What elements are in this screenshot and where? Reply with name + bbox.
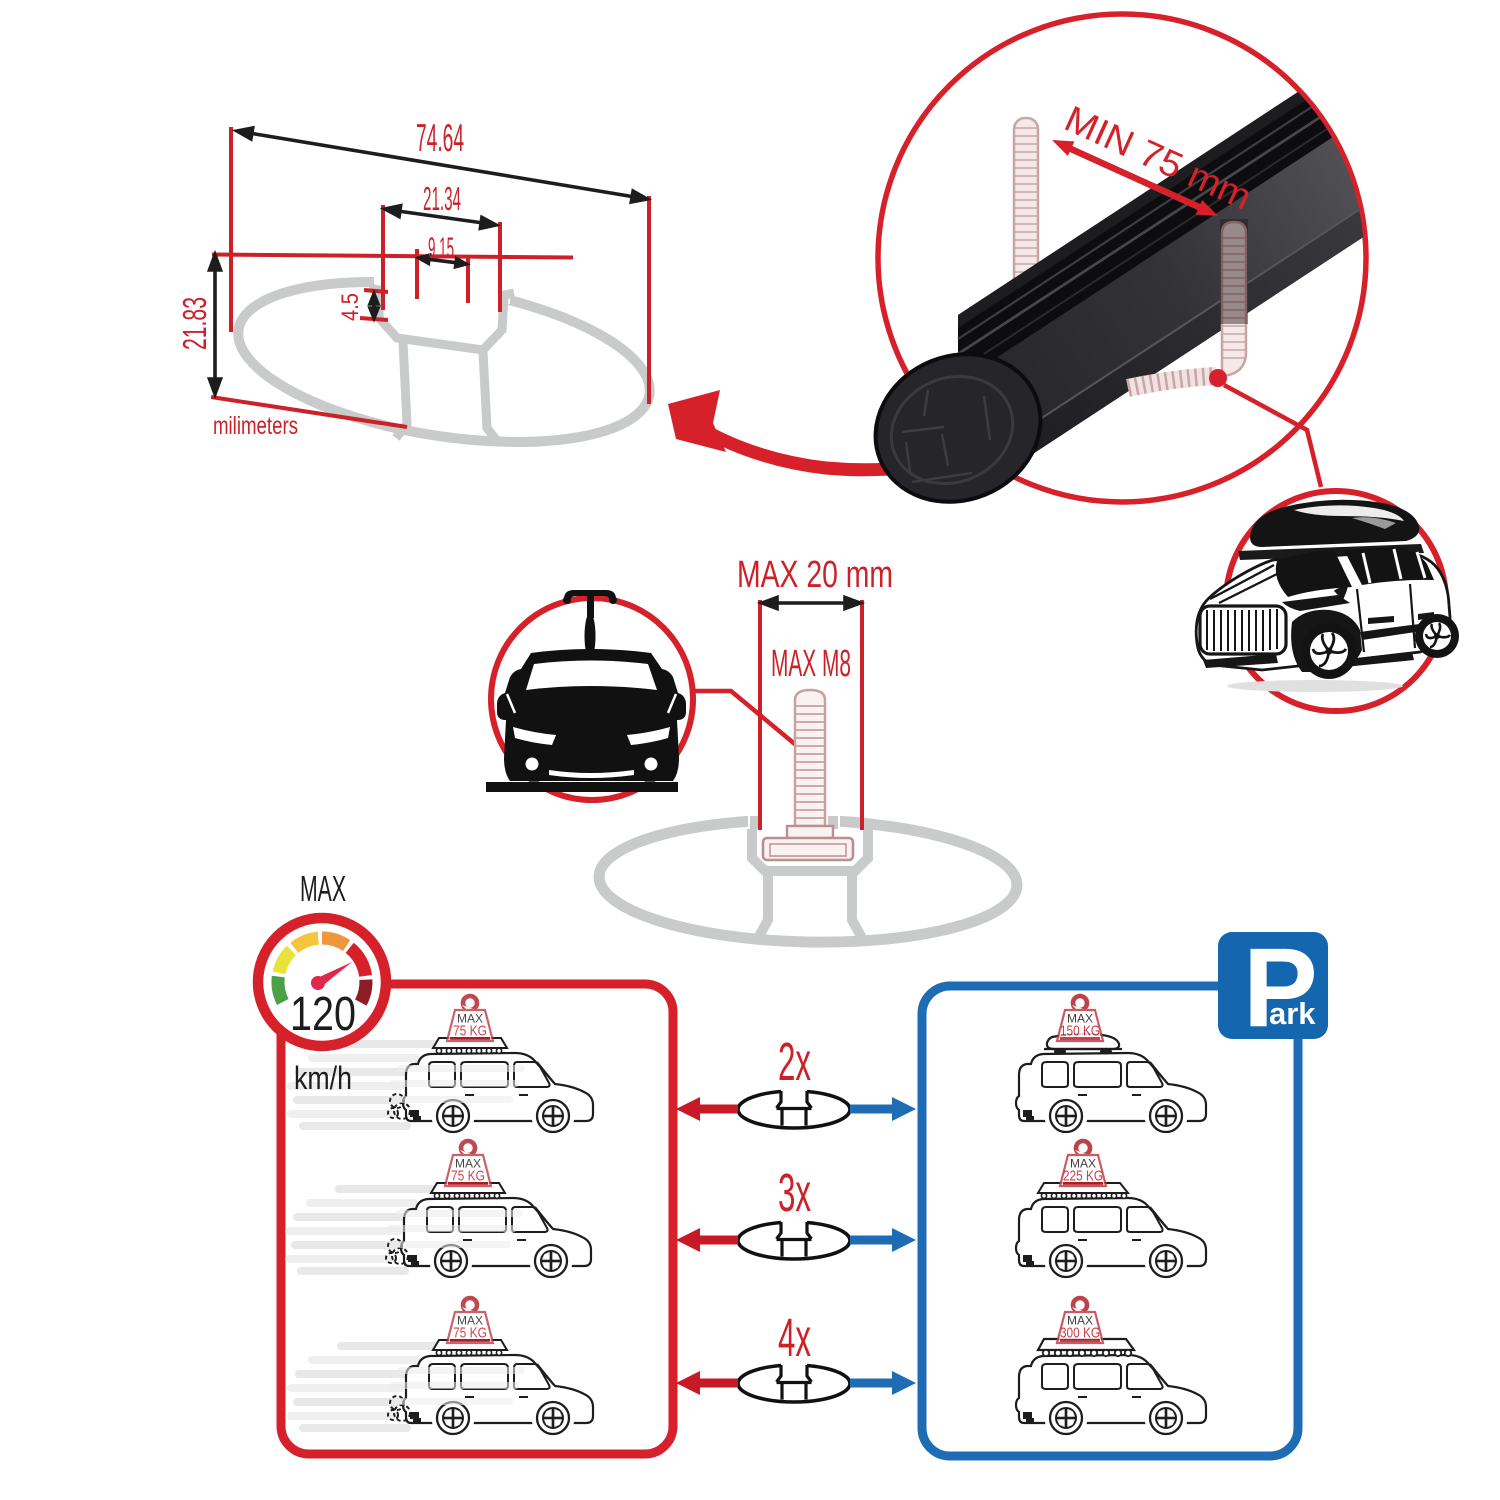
svg-text:9.15: 9.15 [428,232,454,265]
svg-text:74.64: 74.64 [416,117,464,160]
svg-text:MAX: MAX [457,1012,483,1026]
svg-text:3x: 3x [778,1163,811,1223]
svg-text:21.83: 21.83 [176,297,213,350]
svg-text:4.5: 4.5 [337,293,364,321]
svg-text:4x: 4x [778,1308,811,1368]
svg-text:MAX: MAX [300,868,346,909]
svg-text:P: P [1243,925,1318,1050]
svg-text:MAX: MAX [1067,1012,1093,1026]
svg-text:MAX: MAX [1067,1314,1093,1328]
svg-text:75 KG: 75 KG [453,1024,487,1040]
svg-text:MAX: MAX [1070,1157,1096,1171]
svg-text:150 KG: 150 KG [1060,1024,1100,1040]
svg-text:km/h: km/h [294,1060,352,1096]
svg-text:MAX: MAX [455,1157,481,1171]
svg-text:21.34: 21.34 [423,180,461,217]
svg-text:75 KG: 75 KG [451,1169,485,1185]
svg-text:ark: ark [1269,996,1316,1031]
svg-text:120: 120 [290,988,356,1041]
svg-text:225 KG: 225 KG [1063,1169,1103,1185]
svg-text:MAX M8: MAX M8 [771,643,851,685]
svg-text:milimeters: milimeters [213,412,298,440]
svg-text:MAX: MAX [457,1314,483,1328]
svg-text:2x: 2x [778,1032,811,1092]
svg-text:75 KG: 75 KG [453,1326,487,1342]
svg-text:MAX 20 mm: MAX 20 mm [737,554,893,596]
svg-text:300 KG: 300 KG [1060,1326,1100,1342]
